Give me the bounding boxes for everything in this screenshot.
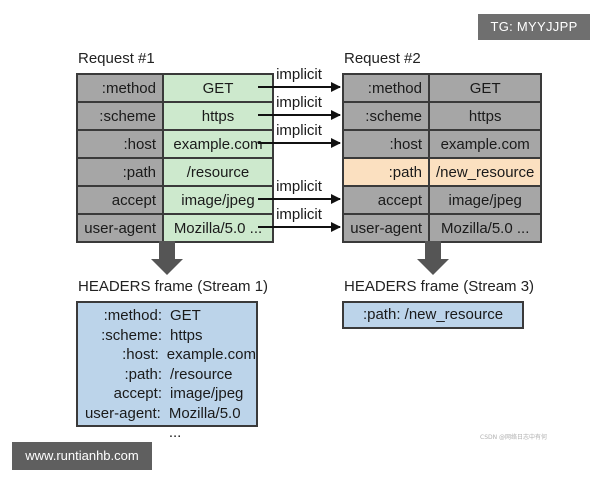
implicit-label: implicit	[276, 206, 322, 223]
frame-value: GET	[170, 307, 201, 324]
header-key: accept	[342, 185, 430, 215]
header-key: user-agent	[342, 213, 430, 243]
header-value: Mozilla/5.0 ...	[427, 213, 543, 243]
frame-value: image/jpeg	[170, 385, 244, 402]
request2-title: Request #2	[344, 50, 421, 67]
header-key: :scheme	[342, 101, 430, 131]
implicit-label: implicit	[276, 178, 322, 195]
request1-row: :path/resource	[76, 157, 274, 187]
header-key: :host	[76, 129, 164, 159]
header-key: user-agent	[76, 213, 164, 243]
implicit-label: implicit	[276, 122, 322, 139]
site-watermark: www.runtianhb.com	[12, 442, 152, 470]
header-value: example.com	[427, 129, 543, 159]
header-value: https	[162, 101, 274, 131]
tg-watermark: TG: MYYJJPP	[478, 14, 590, 40]
header-key: :scheme	[76, 101, 164, 131]
frame-key: :host:	[122, 346, 159, 363]
header-value: image/jpeg	[162, 185, 274, 215]
request2-row-changed: :path/new_resource	[342, 157, 543, 187]
frame-row: user-agent: Mozilla/5.0 ...	[78, 404, 256, 442]
frame-key: :path:	[124, 365, 162, 383]
frame-value: Mozilla/5.0 ...	[168, 404, 241, 442]
frame-value: /resource	[170, 365, 233, 383]
frame-row: accept: image/jpeg	[78, 384, 256, 404]
frame-value: https	[170, 326, 203, 344]
frame2-title: HEADERS frame (Stream 3)	[344, 278, 535, 295]
down-arrow-icon	[151, 241, 183, 275]
header-value: image/jpeg	[427, 185, 543, 215]
header-value: GET	[427, 73, 543, 103]
frame-key: accept:	[113, 385, 162, 402]
down-arrow-icon	[417, 241, 449, 275]
header-value: https	[427, 101, 543, 131]
header-value: GET	[162, 73, 274, 103]
frame-row: :path: /resource	[78, 365, 256, 385]
request1-title: Request #1	[78, 50, 155, 67]
header-value: /new_resource	[427, 157, 543, 187]
header-key: :host	[342, 129, 430, 159]
frame-row: :method: GET	[78, 306, 256, 326]
header-value: example.com	[162, 129, 274, 159]
csdn-watermark: CSDN @网络日志中有何	[480, 434, 548, 441]
header-key: :method	[76, 73, 164, 103]
frame-row: :host: example.com	[78, 345, 256, 365]
implicit-label: implicit	[276, 94, 322, 111]
frame-key: user-agent:	[84, 404, 161, 422]
header-key: :method	[342, 73, 430, 103]
frame2-path-text: :path: /new_resource	[362, 306, 504, 323]
frame1-title: HEADERS frame (Stream 1)	[78, 278, 269, 295]
headers-frame-stream3: :path: /new_resource	[342, 301, 524, 329]
header-value: /resource	[162, 157, 274, 187]
headers-frame-stream1: :method: GET :scheme: https :host: example.…	[76, 301, 258, 442]
header-key: :path	[76, 157, 164, 187]
frame-row: :scheme: https	[78, 326, 256, 346]
frame-value: example.com	[166, 346, 256, 363]
frame-key: :method:	[103, 307, 162, 324]
header-key: accept	[76, 185, 164, 215]
header-value: Mozilla/5.0 ...	[162, 213, 274, 243]
implicit-label: implicit	[276, 66, 322, 83]
header-key: :path	[342, 157, 430, 187]
frame-key: :scheme:	[101, 326, 162, 344]
